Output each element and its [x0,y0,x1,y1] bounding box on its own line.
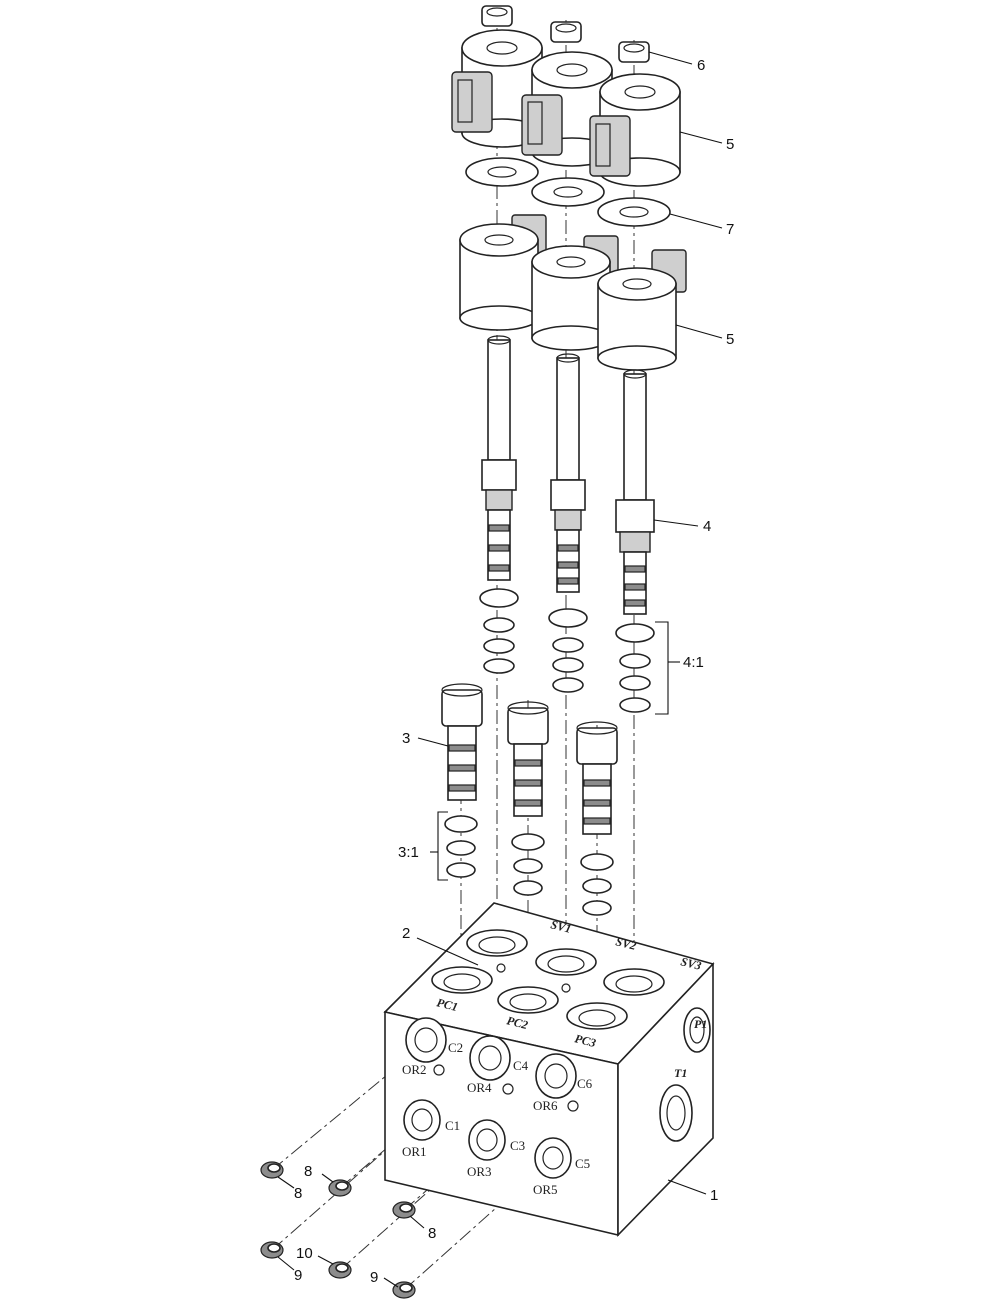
cartridge-valve-middle [507,701,549,817]
port-label-c3: C3 [510,1138,525,1153]
callout-leaders [277,51,723,1288]
port-label-or4: OR4 [467,1080,492,1095]
nut-top-left [481,5,513,27]
cartridge-valve-right [576,721,618,835]
callout-8-b: 8 [304,1163,312,1180]
callout-2: 2 [402,925,410,942]
seal-kit-cartridge-middle [511,833,545,896]
coil-lower-left [459,214,547,331]
port-label-sv1: SV1 [549,917,572,936]
port-label-t1: T1 [674,1066,687,1080]
callout-8-a: 8 [294,1185,302,1202]
coil-lower-middle [531,235,619,351]
seal-kit-valve-middle [548,608,588,693]
plug-lower-left [260,1241,284,1259]
seal-kit-valve-left [479,588,519,674]
seal-kit-cartridge-left [444,815,478,878]
plug-lower-right [392,1281,416,1299]
callout-8-c: 8 [428,1225,436,1242]
port-label-c1: C1 [445,1118,460,1133]
nut-top-middle [550,21,582,43]
port-label-c4: C4 [513,1058,529,1073]
plug-upper-left [260,1161,284,1179]
port-label-c5: C5 [575,1156,590,1171]
port-label-c2: C2 [448,1040,463,1055]
port-label-sv2: SV2 [614,934,637,953]
nut-top-right [618,41,650,63]
port-label-p1: P1 [694,1017,707,1031]
coil-upper-left [451,29,543,148]
port-label-c6: C6 [577,1076,593,1091]
plug-upper-middle [328,1179,352,1197]
callout-4: 4 [703,518,711,535]
port-label-or1: OR1 [402,1144,427,1159]
solenoid-valve-middle [550,353,586,593]
seal-kit-valve-right [615,623,655,713]
callout-9-b: 9 [370,1269,378,1286]
callout-10: 10 [296,1245,313,1262]
plug-lower-middle [328,1261,352,1279]
port-label-or6: OR6 [533,1098,558,1113]
port-label-pc3: PC3 [573,1031,597,1050]
callout-7: 7 [726,221,734,238]
seal-kit-cartridge-right [580,853,614,916]
callout-3: 3 [402,730,410,747]
port-label-pc2: PC2 [505,1013,529,1032]
port-label-or3: OR3 [467,1164,492,1179]
coil-upper-right [589,73,681,187]
cartridge-valve-left [441,683,483,801]
coil-lower-right [597,249,687,371]
washer-right [597,197,671,227]
solenoid-valve-right [615,369,655,615]
port-labels: SV1 SV2 SV3 PC1 PC2 PC3 P1 T1 C2 C4 C6 O… [402,917,707,1197]
callout-6: 6 [697,57,705,74]
callout-9-a: 9 [294,1267,302,1284]
washer-middle [531,177,605,207]
port-label-pc1: PC1 [435,995,459,1014]
port-label-or2: OR2 [402,1062,427,1077]
plug-upper-right [392,1201,416,1219]
port-label-sv3: SV3 [679,954,702,973]
manifold-block [383,902,715,1237]
port-label-or5: OR5 [533,1182,558,1197]
callout-3-1: 3:1 [398,844,419,861]
callout-labels: 1 2 3 3:1 4 4:1 5 5 6 7 8 8 8 9 9 10 [294,57,734,1286]
callout-4-1: 4:1 [683,654,704,671]
solenoid-valve-left [481,335,517,581]
callout-1: 1 [710,1187,718,1204]
callout-5-upper: 5 [726,136,734,153]
washer-left [465,157,539,187]
callout-5-lower: 5 [726,331,734,348]
